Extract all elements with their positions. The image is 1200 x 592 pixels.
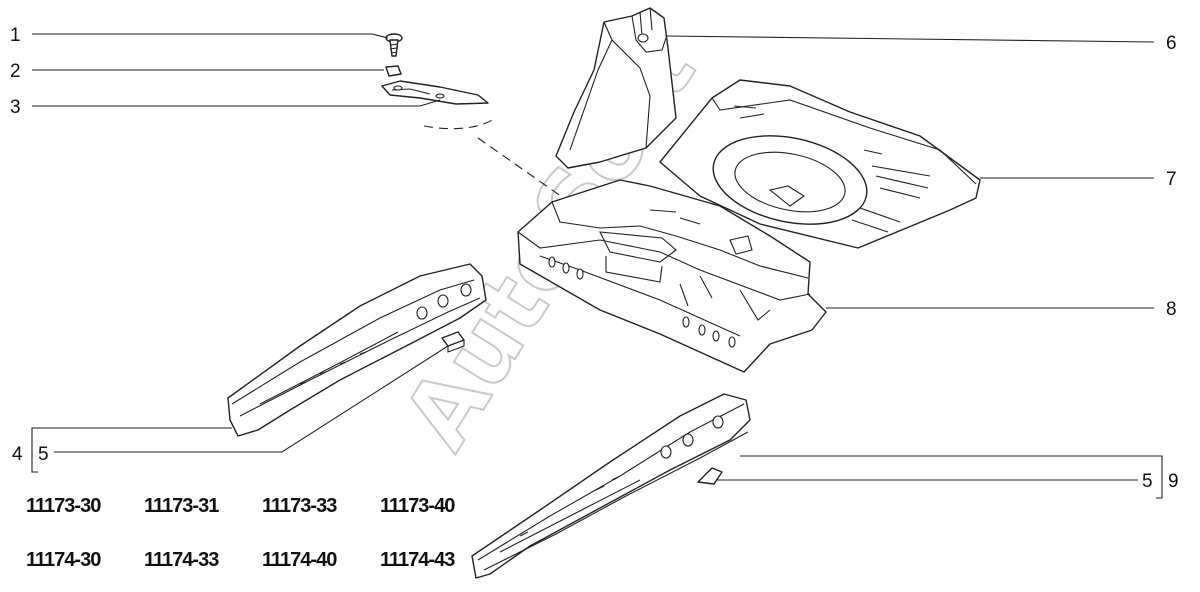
rear-floor-panel-icon[interactable] (517, 179, 827, 373)
model-code: 11173-33 (262, 495, 337, 517)
callout-3: 3 (10, 97, 21, 118)
bracket-right (1156, 455, 1163, 499)
model-code: 11173-40 (380, 495, 455, 517)
sill-panel-right-icon[interactable] (471, 393, 751, 579)
model-code: 11173-31 (144, 495, 219, 517)
callout-8: 8 (1166, 299, 1177, 320)
callout-5-left: 5 (38, 444, 49, 465)
callout-9: 9 (1168, 471, 1179, 492)
bracket-left (31, 427, 38, 473)
leader-lines (31, 33, 1163, 499)
plug-right-icon[interactable] (697, 467, 723, 485)
callout-6: 6 (1166, 33, 1177, 54)
callout-4: 4 (12, 444, 23, 465)
wheel-arch-panel-icon[interactable] (555, 7, 677, 169)
callouts: 1 2 3 4 5 6 7 8 5 9 (10, 25, 1179, 492)
callout-7: 7 (1166, 169, 1177, 190)
model-code: 11174-40 (262, 549, 337, 571)
bracket-plate-icon[interactable] (381, 80, 489, 105)
callout-1: 1 (10, 25, 21, 46)
leader-1 (32, 33, 389, 39)
model-code: 11174-30 (26, 549, 101, 571)
leader-3 (32, 99, 441, 107)
callout-2: 2 (10, 61, 21, 82)
model-code: 11173-30 (26, 495, 101, 517)
plug-left-icon[interactable] (441, 331, 465, 353)
model-code: 11174-43 (380, 549, 455, 571)
clip-nut-icon[interactable] (385, 65, 402, 77)
leader-6 (665, 35, 1155, 43)
leader-5-left (54, 345, 449, 453)
sill-panel-left-icon[interactable] (227, 263, 487, 437)
trunk-floor-panel-icon[interactable] (659, 79, 981, 249)
callout-5-right: 5 (1142, 471, 1153, 492)
model-codes: 11173-30 11173-31 11173-33 11173-40 1117… (26, 495, 456, 571)
screw-icon[interactable] (385, 33, 403, 57)
model-code: 11174-33 (144, 549, 219, 571)
